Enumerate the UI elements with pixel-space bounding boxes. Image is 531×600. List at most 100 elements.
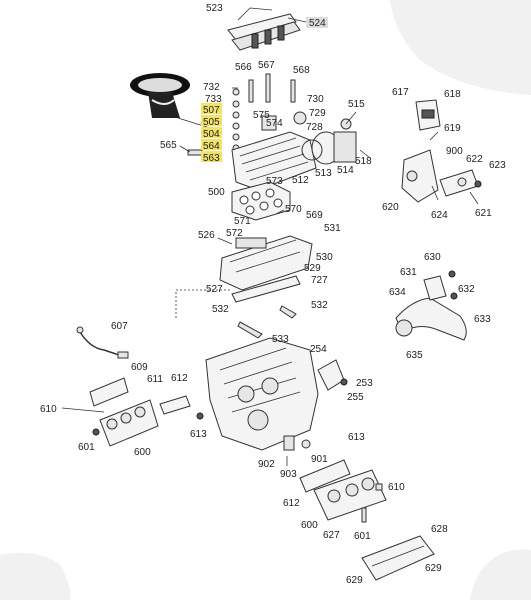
label-622: 622 [466,154,483,165]
label-632: 632 [458,284,475,295]
bolt-565 [187,149,203,156]
label-574: 574 [266,118,283,129]
motor-mount [317,359,345,391]
label-629-right: 629 [425,563,442,574]
label-728: 728 [306,122,323,133]
label-627: 627 [323,530,340,541]
label-571: 571 [234,216,251,227]
highlight-box [201,127,222,138]
label-255: 255 [347,392,364,403]
label-612: 612 [171,373,188,384]
label-507: 507 [203,105,220,116]
label-609: 609 [131,362,148,373]
right-exhaust-manifold [299,459,387,521]
right-heat-shield [361,535,435,581]
label-254: 254 [310,344,327,355]
label-512: 512 [292,175,309,186]
label-623: 623 [489,160,506,171]
label-617: 617 [392,87,409,98]
label-730: 730 [307,94,324,105]
part-labels: 523 524 566 567 568 732 733 507 505 504 … [40,3,506,586]
label-523: 523 [206,3,223,14]
label-527: 527 [206,284,223,295]
label-633: 633 [474,314,491,325]
label-630: 630 [424,252,441,263]
highlight-box [201,151,222,162]
intake-gasket [231,181,291,221]
bracket-assembly [401,149,482,205]
background-corner-shape [0,552,71,600]
label-565: 565 [160,140,177,151]
highlight-box [201,103,222,114]
label-513: 513 [315,168,332,179]
cover-gasket [231,275,301,303]
label-567: 567 [258,60,275,71]
label-253: 253 [356,378,373,389]
label-532-right: 532 [311,300,328,311]
label-524: 524 [309,18,326,29]
label-733: 733 [205,94,222,105]
sensor-pins [232,73,296,103]
sensor-module [415,99,441,131]
label-902: 902 [258,459,275,470]
label-635: 635 [406,350,423,361]
label-732: 732 [203,82,220,93]
label-903: 903 [280,469,297,480]
intake-manifold [231,111,317,191]
throttle-body-highlight [130,73,211,129]
label-729: 729 [309,108,326,119]
label-600-right: 600 [301,520,318,531]
left-exhaust-gasket [159,395,191,415]
label-631: 631 [400,267,417,278]
label-514: 514 [337,165,354,176]
label-566: 566 [235,62,252,73]
label-533: 533 [272,334,289,345]
background-corner-shape [470,549,531,600]
oxygen-sensor [76,326,129,359]
label-500: 500 [208,187,225,198]
label-621: 621 [475,208,492,219]
label-526: 526 [198,230,215,241]
label-610-right: 610 [388,482,405,493]
label-518: 518 [355,156,372,167]
label-600: 600 [134,447,151,458]
label-563: 563 [203,153,220,164]
left-exhaust-manifold [89,377,159,447]
label-629-left: 629 [346,575,363,586]
label-610: 610 [40,404,57,415]
coil-rail [237,321,263,339]
label-607: 607 [111,321,128,332]
engine-block [205,337,319,451]
label-612-right: 612 [283,498,300,509]
label-611: 611 [147,374,163,385]
label-613: 613 [190,429,207,440]
label-634: 634 [389,287,406,298]
label-900: 900 [446,146,463,157]
label-601: 601 [78,442,95,453]
background-corner-shape [390,0,531,95]
label-727: 727 [311,275,328,286]
label-515: 515 [348,99,365,110]
highlight-box [201,115,222,126]
label-628: 628 [431,524,448,535]
label-568: 568 [293,65,310,76]
label-624: 624 [431,210,448,221]
label-531: 531 [324,223,341,234]
label-620: 620 [382,202,399,213]
highlight-box [201,139,222,150]
valve-cover [219,235,313,291]
label-573: 573 [266,176,283,187]
label-613-right: 613 [348,432,365,443]
label-575: 575 [253,110,270,121]
label-901: 901 [311,454,328,465]
label-570: 570 [285,204,302,215]
fuel-rail [227,7,301,51]
label-529: 529 [304,263,321,274]
crossover-pipe [395,270,467,341]
label-572: 572 [226,228,243,239]
dowel-pin [283,435,295,451]
label-505: 505 [203,117,220,128]
label-619: 619 [444,123,461,134]
label-504: 504 [203,129,220,140]
